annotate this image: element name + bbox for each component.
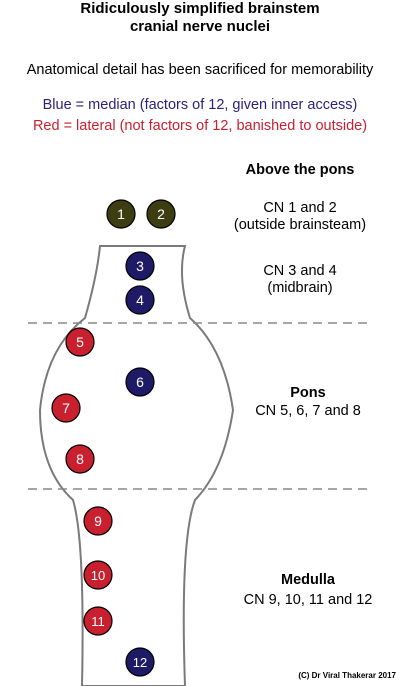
cn-12-nucleus: 12: [125, 647, 155, 677]
cn-10-nucleus: 10: [83, 560, 113, 590]
cn-1-label: 1: [117, 206, 125, 222]
cn-5-label: 5: [76, 334, 84, 350]
cn-4-label: 4: [136, 292, 144, 308]
cn-5-circle: [65, 327, 95, 357]
cn-8-label: 8: [76, 451, 84, 467]
cn-11-nucleus: 11: [83, 606, 113, 636]
cn-9-circle: [83, 506, 113, 536]
cn-6-circle: [125, 367, 155, 397]
label-cn-1-2: CN 1 and 2 (outside brainsteam): [200, 200, 400, 235]
legend-red: Red = lateral (not factors of 12, banish…: [32, 118, 368, 134]
label-cn-3-4-text: CN 3 and 4: [263, 263, 337, 279]
cn-11-label: 11: [91, 614, 105, 629]
title-line-2: cranial nerve nuclei: [129, 18, 271, 35]
disclaimer-note: Anatomical detail has been sacrificed fo…: [26, 62, 374, 78]
cn-9-nucleus: 9: [83, 506, 113, 536]
cn-1-nucleus: 1: [106, 199, 136, 229]
cn-5-nucleus: 5: [65, 327, 95, 357]
cn-8-nucleus: 8: [65, 444, 95, 474]
cn-2-label: 2: [157, 206, 165, 222]
cn-12-circle: [125, 647, 155, 677]
brainstem-outline: [38, 245, 235, 686]
cn-11-circle: [83, 606, 113, 636]
label-cn-3-4-sub: (midbrain): [267, 280, 333, 297]
cn-7-nucleus: 7: [51, 393, 81, 423]
cn-7-circle: [51, 393, 81, 423]
diagram-title: Ridiculously simplified brainstem crania…: [0, 0, 400, 36]
cn-2-nucleus: 2: [146, 199, 176, 229]
cn-12-label: 12: [133, 655, 147, 670]
label-medulla: Medulla: [281, 572, 335, 588]
cn-6-nucleus: 6: [125, 367, 155, 397]
cn-3-circle: [125, 251, 155, 281]
label-above-pons: Above the pons: [245, 162, 355, 178]
title-line-1: Ridiculously simplified brainstem: [80, 0, 320, 17]
cn-9-label: 9: [94, 513, 102, 529]
copyright-notice: (C) Dr Viral Thakerar 2017: [298, 671, 396, 680]
cn-8-circle: [65, 444, 95, 474]
cn-3-nucleus: 3: [125, 251, 155, 281]
cn-2-circle: [146, 199, 176, 229]
label-pons: Pons: [290, 385, 326, 401]
cn-4-circle: [125, 285, 155, 315]
legend-blue: Blue = median (factors of 12, given inne…: [42, 97, 358, 113]
label-cn-1-2-text: CN 1 and 2: [263, 200, 337, 216]
cn-3-label: 3: [136, 258, 144, 274]
cn-10-label: 10: [91, 568, 105, 583]
label-cn-3-4: CN 3 and 4 (midbrain): [200, 263, 400, 298]
label-cn-1-2-sub: (outside brainsteam): [233, 217, 367, 234]
cn-7-label: 7: [62, 400, 70, 416]
cn-6-label: 6: [136, 374, 144, 390]
cn-1-circle: [106, 199, 136, 229]
label-medulla-nerves: CN 9, 10, 11 and 12: [243, 592, 373, 608]
cn-4-nucleus: 4: [125, 285, 155, 315]
label-pons-nerves: CN 5, 6, 7 and 8: [255, 403, 361, 419]
cn-10-circle: [83, 560, 113, 590]
